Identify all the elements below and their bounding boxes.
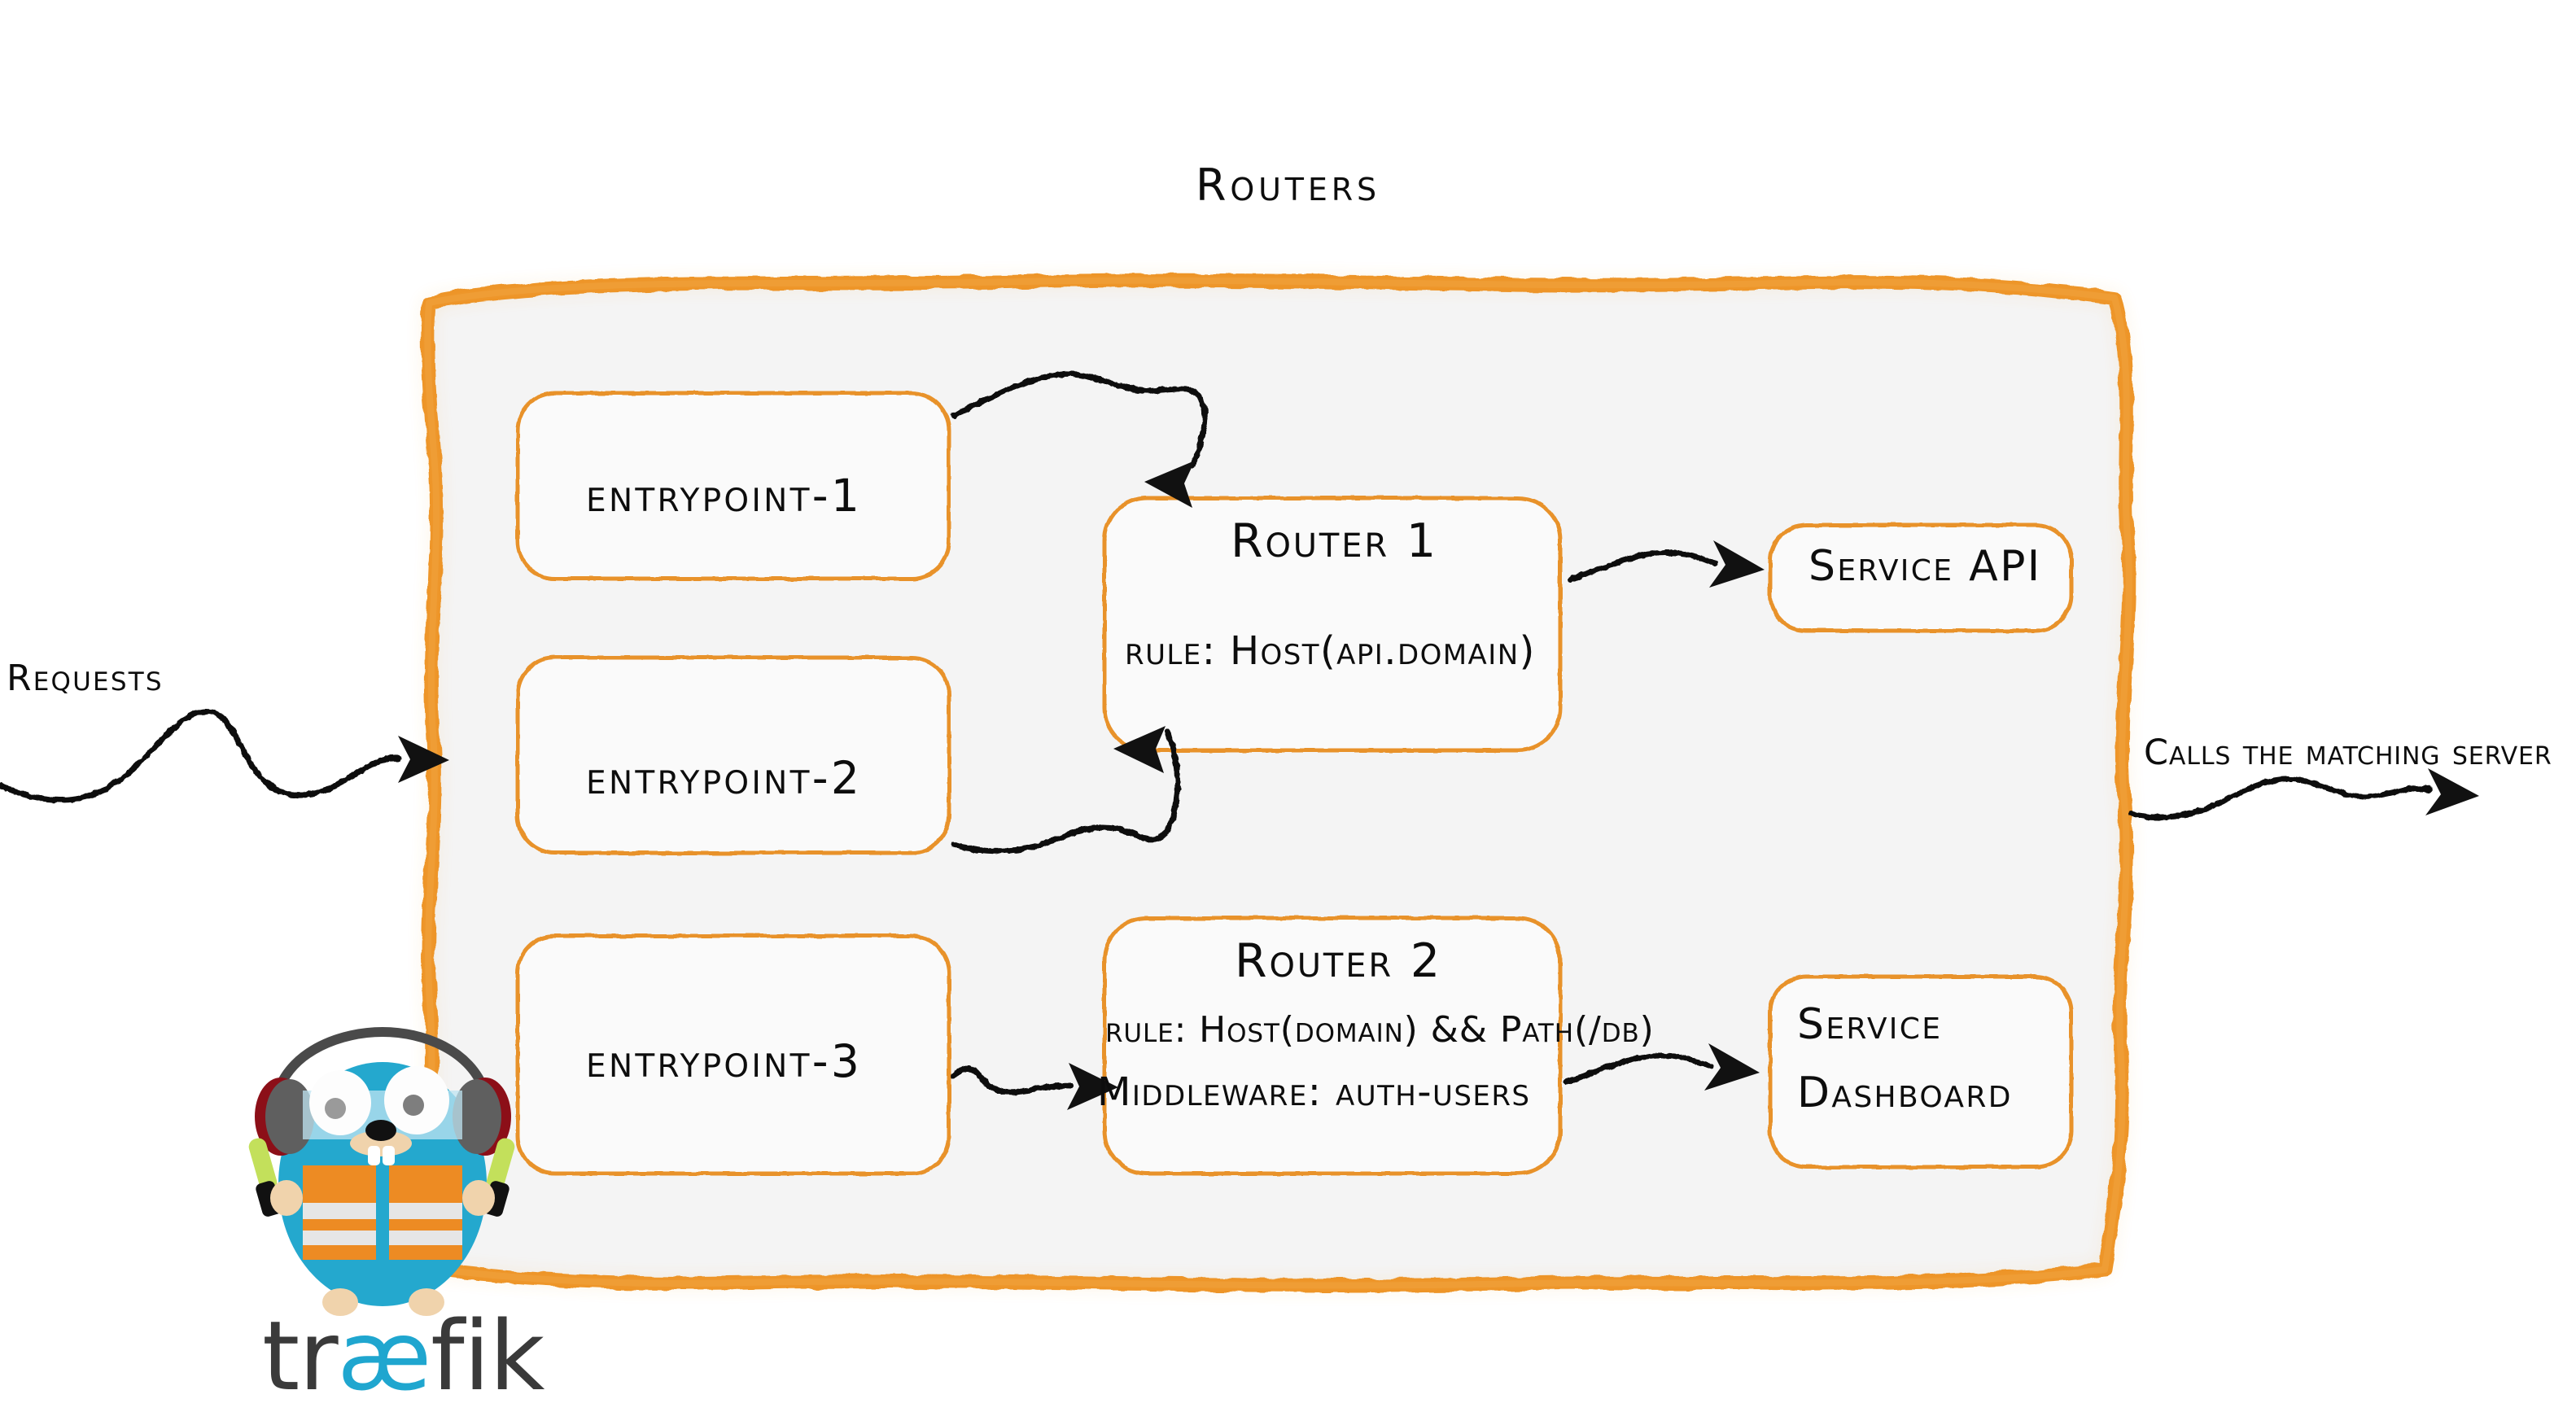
wordmark-suffix: fik [431, 1300, 545, 1412]
entrypoint-1-box[interactable] [515, 391, 951, 581]
arrowheads-group [398, 461, 2479, 1110]
earcup-left [265, 1079, 314, 1154]
tooth-right [383, 1146, 395, 1165]
hand-right [462, 1180, 495, 1216]
wordmark-prefix: tr [262, 1300, 339, 1412]
ep3-to-router2-path [951, 1065, 1074, 1095]
entrypoint-2-box[interactable] [515, 655, 951, 855]
router-1-box[interactable] [1102, 496, 1563, 753]
ep3-arrowhead [1067, 1063, 1118, 1110]
page-title: Routers [1195, 160, 1380, 211]
tooth-left [368, 1146, 380, 1165]
foot-left [322, 1288, 358, 1316]
entrypoint-2-label: entrypoint-2 [586, 752, 863, 804]
pupil-right [403, 1095, 424, 1116]
service-api-box[interactable] [1768, 522, 2074, 633]
entrypoint-1-label: entrypoint-1 [586, 470, 863, 522]
requests-arrowhead [398, 736, 449, 783]
wand-left [248, 1138, 278, 1191]
router-1-rule: rule: Host(api.domain) [1125, 628, 1536, 674]
router1-arrowhead [1709, 540, 1765, 588]
requests-label: Requests [7, 658, 164, 699]
nose [365, 1120, 396, 1141]
entrypoint-3-label: entrypoint-3 [586, 1035, 863, 1087]
hand-left [270, 1180, 303, 1216]
router2-arrowhead [1704, 1043, 1760, 1091]
requests-arrow-path [0, 708, 402, 803]
wand-right [486, 1138, 515, 1191]
ep2-to-router1-path [951, 728, 1181, 855]
router-2-rule: rule: Host(domain) && Path(/db) [1105, 1009, 1655, 1051]
snout [350, 1130, 412, 1156]
calls-arrow-path [2128, 776, 2434, 820]
traefik-gopher-mascot [248, 1026, 515, 1316]
router1-to-serviceapi-path [1568, 549, 1719, 583]
calls-arrowhead [2425, 768, 2479, 815]
wordmark-ae: æ [337, 1300, 431, 1412]
service-dashboard-box[interactable] [1768, 974, 2074, 1169]
headphone-band [273, 1026, 490, 1097]
router2-to-servicedashboard-path [1564, 1052, 1714, 1086]
foot-right [409, 1288, 444, 1316]
earcup-right [453, 1079, 501, 1154]
router-2-box[interactable] [1102, 916, 1563, 1176]
router-2-middleware: Middleware: auth-users [1097, 1069, 1531, 1115]
entrypoint-3-box[interactable] [515, 933, 951, 1176]
calls-the-matching-server-label: Calls the matching server [2144, 732, 2552, 773]
ep1-arrowhead [1144, 461, 1195, 508]
panel-border-glow [424, 277, 2132, 1289]
arrows-group [0, 371, 2434, 1095]
service-dashboard-label-line1: Service [1797, 1000, 1943, 1049]
vest-stripe-gap [376, 1203, 389, 1245]
traefik-wordmark: træfik [262, 1308, 545, 1404]
pupil-left [325, 1098, 346, 1119]
ep1-to-router1-path [951, 371, 1208, 469]
router-1-title: Router 1 [1231, 514, 1439, 568]
ep2-arrowhead [1113, 726, 1166, 773]
router-2-title: Router 2 [1235, 934, 1443, 988]
service-dashboard-label-line2: Dashboard [1797, 1069, 2013, 1117]
service-api-label: Service API [1808, 542, 2042, 591]
